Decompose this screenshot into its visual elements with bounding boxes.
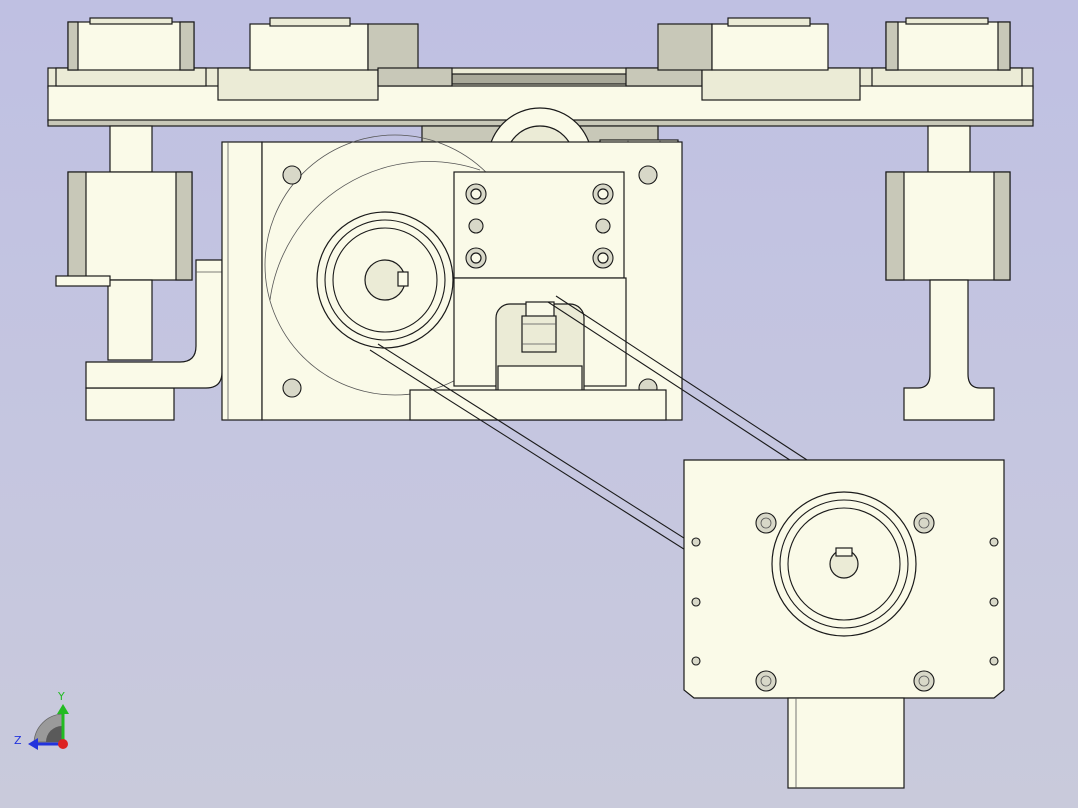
top-clamp-block-2 [217,17,453,101]
left-side-plate [221,141,263,421]
tensioner-bracket [453,277,627,397]
coordinate-triad: Y Z [14,690,69,750]
triad-plane-inner [46,726,62,742]
top-clamp-block-1 [55,17,207,87]
tensioner-block [453,171,625,279]
z-axis-label: Z [14,734,22,747]
motor-pulley [771,491,917,637]
base-bar [409,389,667,421]
y-axis-label: Y [57,690,65,703]
x-axis-dot [58,739,68,749]
left-linear-guide [55,125,193,421]
drive-pulley [316,211,454,349]
right-linear-guide [885,125,1011,421]
top-clamp-block-4 [871,17,1023,87]
top-clamp-block-3 [625,17,861,101]
z-axis-arrowhead [28,738,38,750]
y-axis-arrowhead [57,704,69,714]
motor-body [787,697,905,789]
